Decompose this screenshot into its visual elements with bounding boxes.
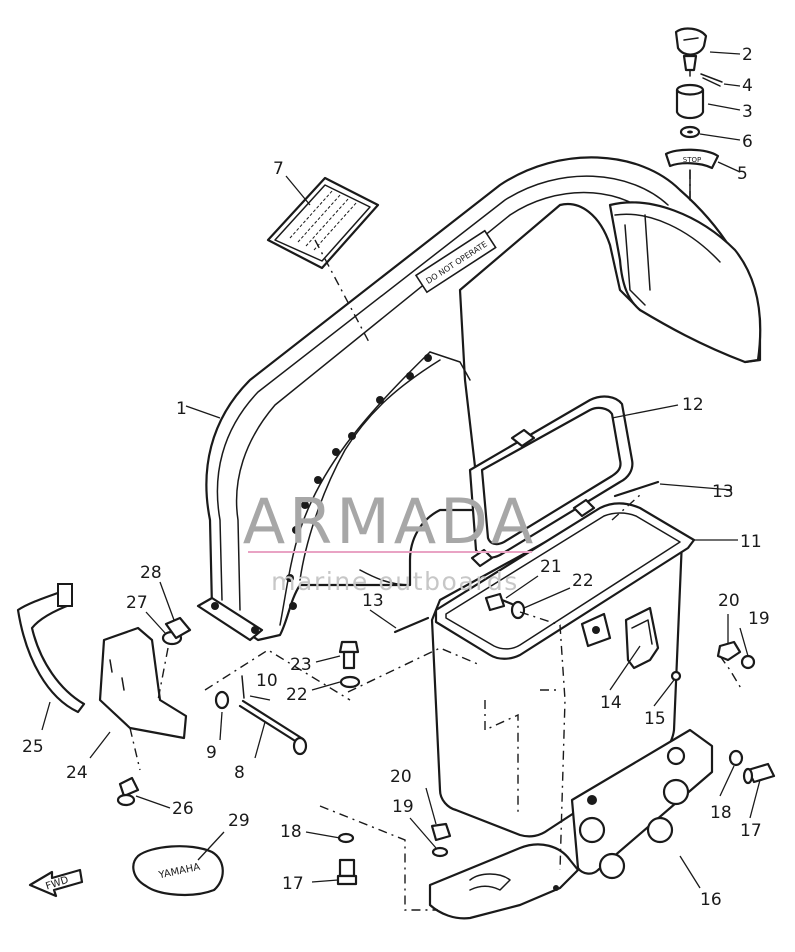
callout-label: 16 <box>700 890 722 910</box>
callout-label: 20 <box>390 767 412 787</box>
callout-label: 18 <box>710 803 732 823</box>
cover-rivets <box>286 354 432 610</box>
callout-label: 3 <box>742 102 753 122</box>
callout-label: 24 <box>66 763 88 783</box>
knob-assembly: STOP <box>664 27 723 201</box>
callout-label: 22 <box>572 571 594 591</box>
fasteners <box>336 592 776 886</box>
assembly-lines <box>129 170 743 911</box>
gasket-frame <box>468 395 634 568</box>
callout-label: 12 <box>682 395 704 415</box>
callout-label: 23 <box>290 655 312 675</box>
watermark-brand: ARMADA <box>243 485 537 558</box>
watermark-tagline: marine outboards <box>271 567 519 596</box>
svg-text:STOP: STOP <box>683 156 701 164</box>
callout-label: 17 <box>740 821 762 841</box>
watermark-text: ARMADA marine outboards <box>243 485 537 596</box>
callout-label: 5 <box>737 164 748 184</box>
callout-label: 26 <box>172 799 194 819</box>
callout-label: 25 <box>22 737 44 757</box>
callout-label: 10 <box>256 671 278 691</box>
leader-lines <box>41 51 761 889</box>
callout-label: 13 <box>362 591 384 611</box>
callout-label: 20 <box>718 591 740 611</box>
callout-label: 22 <box>286 685 308 705</box>
callout-label: 7 <box>273 159 284 179</box>
callout-label: 21 <box>540 557 562 577</box>
callout-label: 29 <box>228 811 250 831</box>
callout-label: 18 <box>280 822 302 842</box>
callout-label: 9 <box>206 743 217 763</box>
callout-label: 28 <box>140 563 162 583</box>
callout-label: 6 <box>742 132 753 152</box>
callout-label: 19 <box>392 797 414 817</box>
callout-labels: 1 2 3 4 5 6 7 8 9 10 11 12 13 13 14 15 1… <box>22 45 770 910</box>
callout-label: 15 <box>644 709 666 729</box>
callout-label: 1 <box>176 399 187 419</box>
mounting-bracket <box>428 728 714 920</box>
callout-label: 14 <box>600 693 622 713</box>
callout-label: 8 <box>234 763 245 783</box>
callout-label: 17 <box>282 874 304 894</box>
callout-label: 13 <box>712 482 734 502</box>
storage-box <box>430 502 696 838</box>
cover-shroud: DO NOT OPERATE <box>196 156 762 642</box>
callout-label: 11 <box>740 532 762 552</box>
callout-label: 19 <box>748 609 770 629</box>
callout-label: 2 <box>742 45 753 65</box>
warning-label-sticker <box>266 176 380 270</box>
callout-label: 27 <box>126 593 148 613</box>
left-parts: YAMAHA FWD <box>16 480 660 898</box>
callout-label: 4 <box>742 76 753 96</box>
